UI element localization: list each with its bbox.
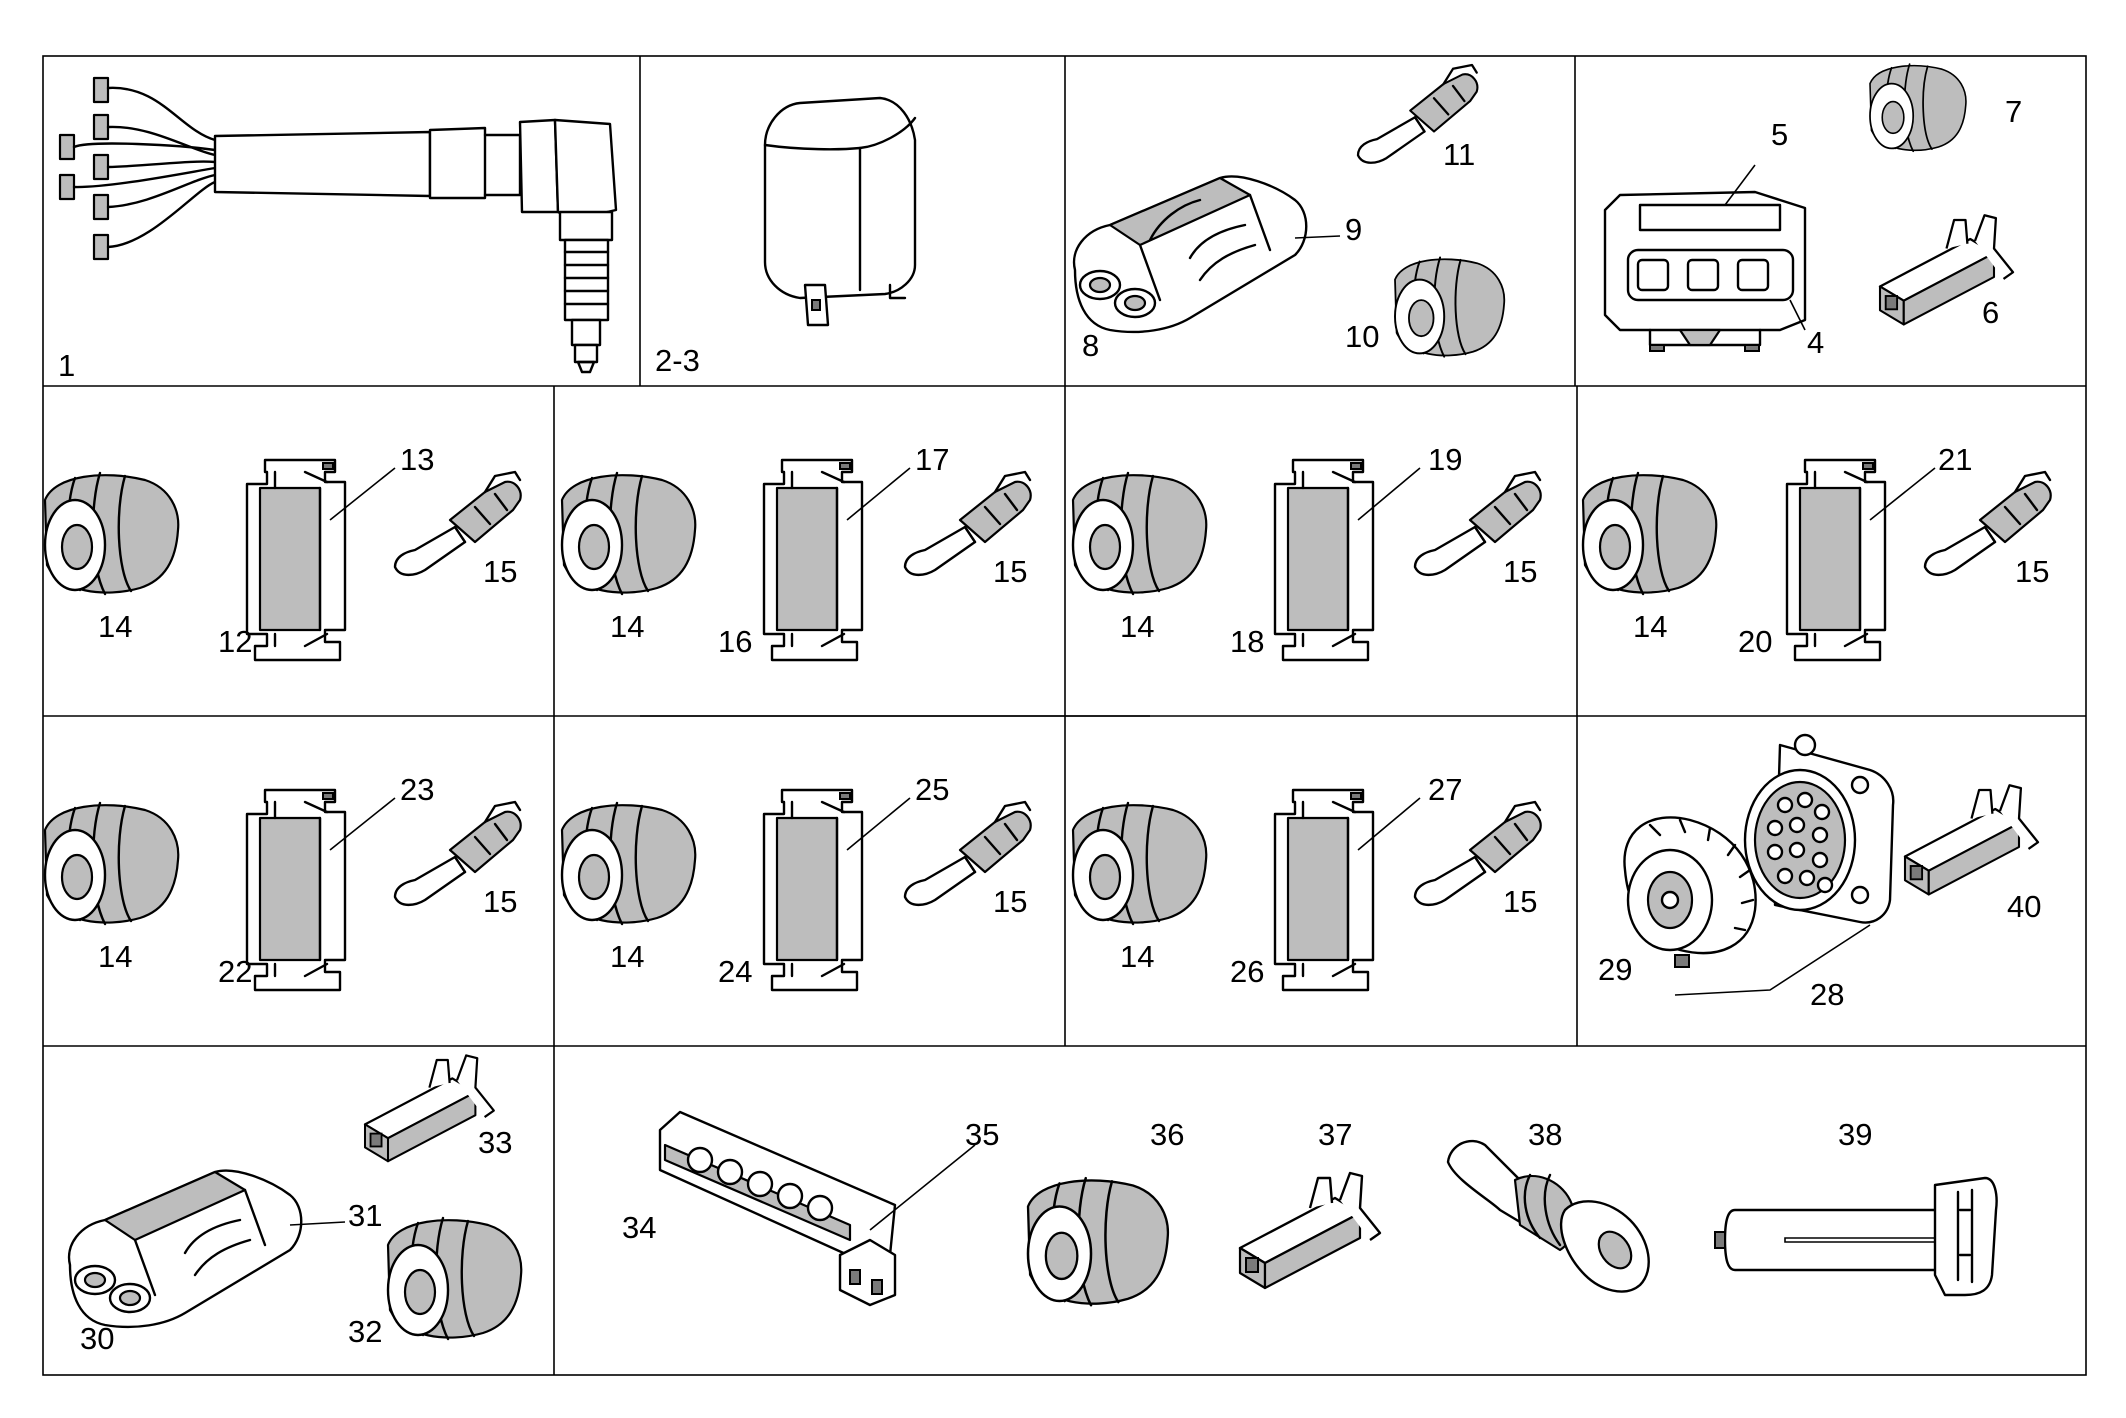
part-1-wire-harness: 1 <box>58 76 618 383</box>
callout-10: 10 <box>1345 319 1379 354</box>
callout-19: 19 <box>1428 442 1462 477</box>
callout-14: 14 <box>1120 939 1154 974</box>
part-7-seal: 7 <box>1869 63 2022 153</box>
callout-15: 15 <box>993 554 1027 589</box>
kit-22-23: 23 22 14 15 <box>43 772 522 992</box>
part-11-pin-terminal: 11 <box>1356 63 1479 172</box>
callout-30: 30 <box>80 1321 114 1356</box>
part-28-round-connector: 28 <box>1674 733 1895 1012</box>
part-34-35-connector-strip: 35 34 <box>622 1110 999 1307</box>
callout-21: 21 <box>1938 442 1972 477</box>
part-4-5-connector-housing: 5 4 <box>1603 117 1824 360</box>
callout-15: 15 <box>1503 554 1537 589</box>
seal-14 <box>43 801 180 926</box>
part-2-3-relay: 2-3 <box>655 96 917 378</box>
socket-pins <box>1766 791 1834 894</box>
callout-34: 34 <box>622 1210 656 1245</box>
seal-14 <box>560 471 697 596</box>
callout-36: 36 <box>1150 1117 1184 1152</box>
part-37-crimp-terminal: 37 <box>1238 1117 1382 1290</box>
callout-14: 14 <box>1633 609 1667 644</box>
callout-39: 39 <box>1838 1117 1872 1152</box>
callout-15: 15 <box>483 884 517 919</box>
callout-14: 14 <box>98 939 132 974</box>
seal-14 <box>560 801 697 926</box>
callout-2-3: 2-3 <box>655 343 700 378</box>
kit-18-19: 19 18 14 15 <box>1071 442 1542 662</box>
callout-22: 22 <box>218 954 252 989</box>
callout-27: 27 <box>1428 772 1462 807</box>
callout-17: 17 <box>915 442 949 477</box>
callout-15: 15 <box>483 554 517 589</box>
callout-8: 8 <box>1082 328 1099 363</box>
callout-15: 15 <box>2015 554 2049 589</box>
callout-13: 13 <box>400 442 434 477</box>
callout-28: 28 <box>1810 977 1844 1012</box>
kit-26-27: 27 26 14 15 <box>1071 772 1542 992</box>
housing-20 <box>1785 458 1887 662</box>
seal-14 <box>1071 801 1208 926</box>
part-33-crimp-terminal: 33 <box>363 1054 512 1163</box>
housing-12 <box>245 458 347 662</box>
part-40-crimp-terminal: 40 <box>1903 784 2041 924</box>
callout-14: 14 <box>610 939 644 974</box>
callout-15: 15 <box>1503 884 1537 919</box>
callout-40: 40 <box>2007 889 2041 924</box>
part-32-seal: 32 <box>348 1216 523 1349</box>
seal-14 <box>1581 471 1718 596</box>
callout-37: 37 <box>1318 1117 1352 1152</box>
callout-23: 23 <box>400 772 434 807</box>
callout-15: 15 <box>993 884 1027 919</box>
callout-9: 9 <box>1345 212 1362 247</box>
part-39-fuse-holder: 39 <box>1714 1117 1998 1297</box>
callout-14: 14 <box>610 609 644 644</box>
kit-16-17: 17 16 14 15 <box>560 442 1032 662</box>
callout-29: 29 <box>1598 952 1632 987</box>
callout-24: 24 <box>718 954 752 989</box>
kit-20-21: 21 20 14 15 <box>1581 442 2052 662</box>
part-29-round-plug: 29 <box>1598 816 1757 987</box>
callout-4: 4 <box>1807 325 1824 360</box>
callout-25: 25 <box>915 772 949 807</box>
callout-38: 38 <box>1528 1117 1562 1152</box>
part-6-crimp-terminal: 6 <box>1878 214 2015 330</box>
callout-35: 35 <box>965 1117 999 1152</box>
seal-14 <box>1071 471 1208 596</box>
callout-32: 32 <box>348 1314 382 1349</box>
callout-20: 20 <box>1738 624 1772 659</box>
part-36-seal: 36 <box>1026 1117 1184 1307</box>
part-30-31-connector: 31 30 <box>67 1169 382 1356</box>
housing-22 <box>245 788 347 992</box>
housing-24 <box>762 788 864 992</box>
callout-7: 7 <box>2005 94 2022 129</box>
part-8-9-connector: 9 8 <box>1072 175 1362 363</box>
kit-24-25: 25 24 14 15 <box>560 772 1032 992</box>
housing-16 <box>762 458 864 662</box>
callout-16: 16 <box>718 624 752 659</box>
callout-26: 26 <box>1230 954 1264 989</box>
housing-18 <box>1273 458 1375 662</box>
callout-31: 31 <box>348 1198 382 1233</box>
callout-12: 12 <box>218 624 252 659</box>
callout-1: 1 <box>58 348 75 383</box>
callout-14: 14 <box>98 609 132 644</box>
callout-18: 18 <box>1230 624 1264 659</box>
housing-26 <box>1273 788 1375 992</box>
kit-12-15: 13 12 14 15 <box>43 442 522 662</box>
callout-5: 5 <box>1771 117 1788 152</box>
seal-14 <box>43 471 180 596</box>
callout-14: 14 <box>1120 609 1154 644</box>
harness-plugs <box>58 76 110 261</box>
part-10-seal: 10 <box>1345 256 1506 358</box>
callout-11: 11 <box>1443 137 1475 172</box>
grid-frame <box>42 55 2087 1376</box>
callout-33: 33 <box>478 1125 512 1160</box>
callout-6: 6 <box>1982 295 1999 330</box>
part-38-blanking-plug: 38 <box>1446 1117 1650 1293</box>
